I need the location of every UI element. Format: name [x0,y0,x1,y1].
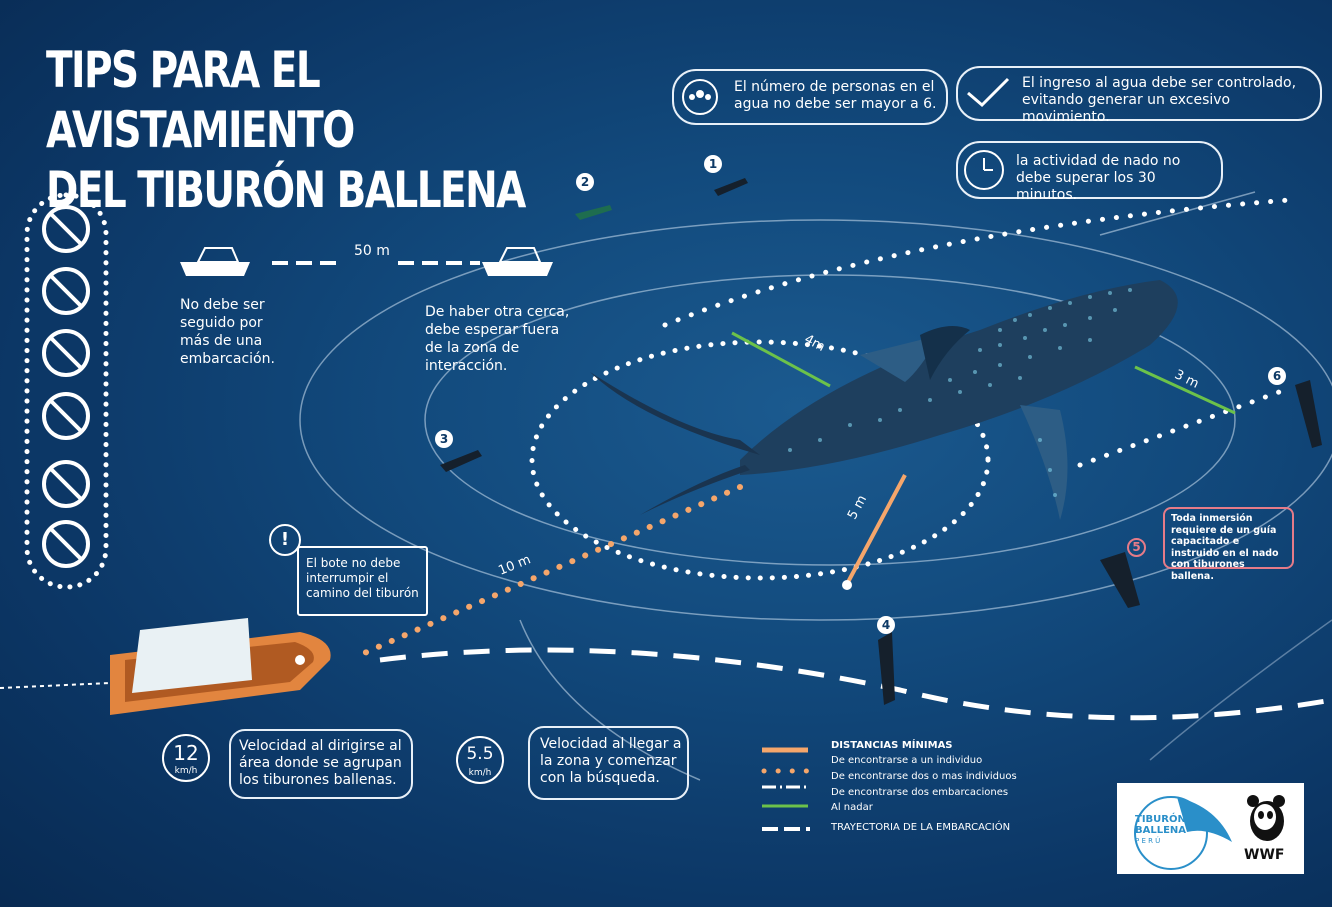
speed-badge-5-5: 5.5 km/h [456,736,504,784]
follow-rule-text: No debe ser seguido por más de una embar… [180,297,275,367]
legend-item-swim: Al nadar [831,802,873,813]
legend-item-boats: De encontrarse dos embarcaciones [831,787,1009,798]
no-flash-icon [42,392,90,440]
logo-line-2: BALLENA [1135,825,1187,836]
outer-zone-ring [299,219,1332,621]
no-littering-icon [42,520,90,568]
speed-approach-box: Velocidad al dirigirse al área donde se … [229,729,413,799]
swimmers [440,178,1322,705]
no-feeding-icon [42,205,90,253]
logo-line-1: TIBURÓN [1135,814,1186,825]
logo-line-3: P E R Ú [1135,837,1161,845]
partner-logos: TIBURÓN BALLENA P E R Ú WWF [1117,783,1304,874]
distance-line-3m [1134,365,1236,415]
wait-rule-text: De haber otra cerca, debe esperar fuera … [425,304,570,374]
checkmark-icon [967,77,1010,108]
wwf-logo-text: WWF [1244,847,1285,863]
tip-time-text: la actividad de nado no debe superar los… [1016,153,1181,203]
distance-line-4m [731,331,831,388]
speed-search-text: Velocidad al llegar a la zona y comenzar… [540,736,682,786]
speed-value-12: 12 [173,741,199,765]
tiburon-logo-text: TIBURÓN BALLENA P E R Ú [1135,814,1186,847]
boat-warning-text: El bote no debe interrumpir el camino de… [297,546,428,616]
inner-dotted-zone [529,339,991,581]
distance-line-10m [357,484,743,658]
speed-approach-text: Velocidad al dirigirse al área donde se … [239,738,402,788]
tip-time: la actividad de nado no debe superar los… [956,141,1223,203]
no-motor-icon [42,460,90,508]
speed-unit-12: km/h [174,766,198,776]
tip-people-text: El número de personas en el agua no debe… [734,79,937,112]
pointer-line [519,619,701,781]
marker-5: 5 [1127,538,1146,557]
whale-shark-illustration [590,280,1178,520]
speed-unit-5-5: km/h [468,768,492,778]
tip-entry-text: El ingreso al agua debe ser controlado, … [1022,75,1297,125]
speed-value-5-5: 5.5 [466,744,494,764]
marker-3: 3 [435,430,453,448]
marker-6: 6 [1268,367,1286,385]
wwf-panda-icon [1247,795,1285,841]
dotted-zone-right [1077,385,1293,468]
marker-4: 4 [877,616,895,634]
legend-item-trajectory: TRAYECTORIA DE LA EMBARCACIÓN [831,822,1011,833]
boat-trajectory [379,647,1332,721]
legend-heading: DISTANCIAS MÍNIMAS [831,740,953,751]
legend-item-two: De encontrarse dos o mas individuos [831,771,1017,782]
dotted-zone-top [662,197,1293,328]
boat-illustration [110,618,331,715]
title-line-1: TIPS PARA EL AVISTAMIENTO [46,41,355,159]
guide-line [1099,191,1256,236]
speed-search-box: Velocidad al llegar a la zona y comenzar… [528,726,689,800]
boat-left-icon [180,247,250,276]
immersion-note: Toda inmersión requiere de un guía capac… [1163,507,1294,582]
rules-panel [24,192,109,590]
middle-zone-ring [424,274,1236,566]
warning-icon: ! [269,524,301,556]
marker-1: 1 [704,155,722,173]
marker-2: 2 [576,173,594,191]
tip-people: El número de personas en el agua no debe… [672,69,948,125]
distance-line-5m [845,474,907,585]
group-icon [682,79,718,115]
tip-entry: El ingreso al agua debe ser controlado, … [956,66,1322,125]
clock-icon [964,150,1004,190]
tiburon-ballena-logo [1134,796,1232,870]
no-touching-icon [42,267,90,315]
no-riding-icon [42,329,90,377]
boat-distance-label: 50 m [354,243,390,259]
page-title: TIPS PARA EL AVISTAMIENTO DEL TIBURÓN BA… [46,40,608,220]
speed-badge-12: 12 km/h [162,734,210,782]
boat-right-icon [482,247,553,276]
legend-item-one: De encontrarse a un individuo [831,755,983,766]
title-line-2: DEL TIBURÓN BALLENA [46,161,526,219]
